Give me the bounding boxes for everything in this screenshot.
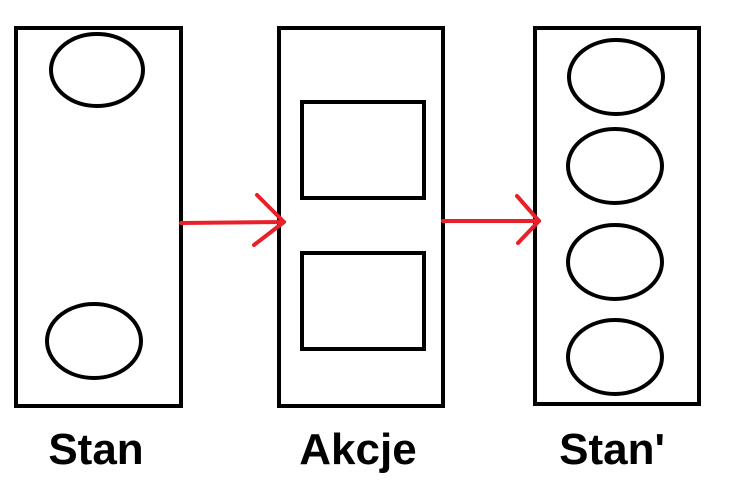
arrow-akcje-to-stan-prime xyxy=(441,194,541,245)
stan-prime-ellipse-2 xyxy=(566,127,664,205)
column-akcje: Akcje xyxy=(277,26,445,474)
stan-ellipse-2 xyxy=(45,302,143,380)
arrow-stan-to-akcje xyxy=(179,193,286,247)
akcje-rect-2 xyxy=(300,251,426,351)
arrow-stan-to-akcje-head xyxy=(252,193,286,247)
akcje-label: Akcje xyxy=(299,425,416,474)
stan-prime-ellipse-4 xyxy=(566,318,664,396)
stan-ellipse-1 xyxy=(49,32,145,108)
arrow-akcje-to-stan-prime-head xyxy=(515,194,541,245)
arrow-stan-to-akcje-shaft xyxy=(179,220,286,225)
stan-prime-label: Stan' xyxy=(559,425,665,474)
column-stan-prime: Stan' xyxy=(533,26,701,474)
akcje-rect-1 xyxy=(300,100,426,200)
stan-prime-ellipse-1 xyxy=(567,38,665,116)
stan-prime-ellipse-3 xyxy=(566,223,664,301)
stan-label: Stan xyxy=(48,425,143,474)
column-stan: Stan xyxy=(14,26,183,474)
